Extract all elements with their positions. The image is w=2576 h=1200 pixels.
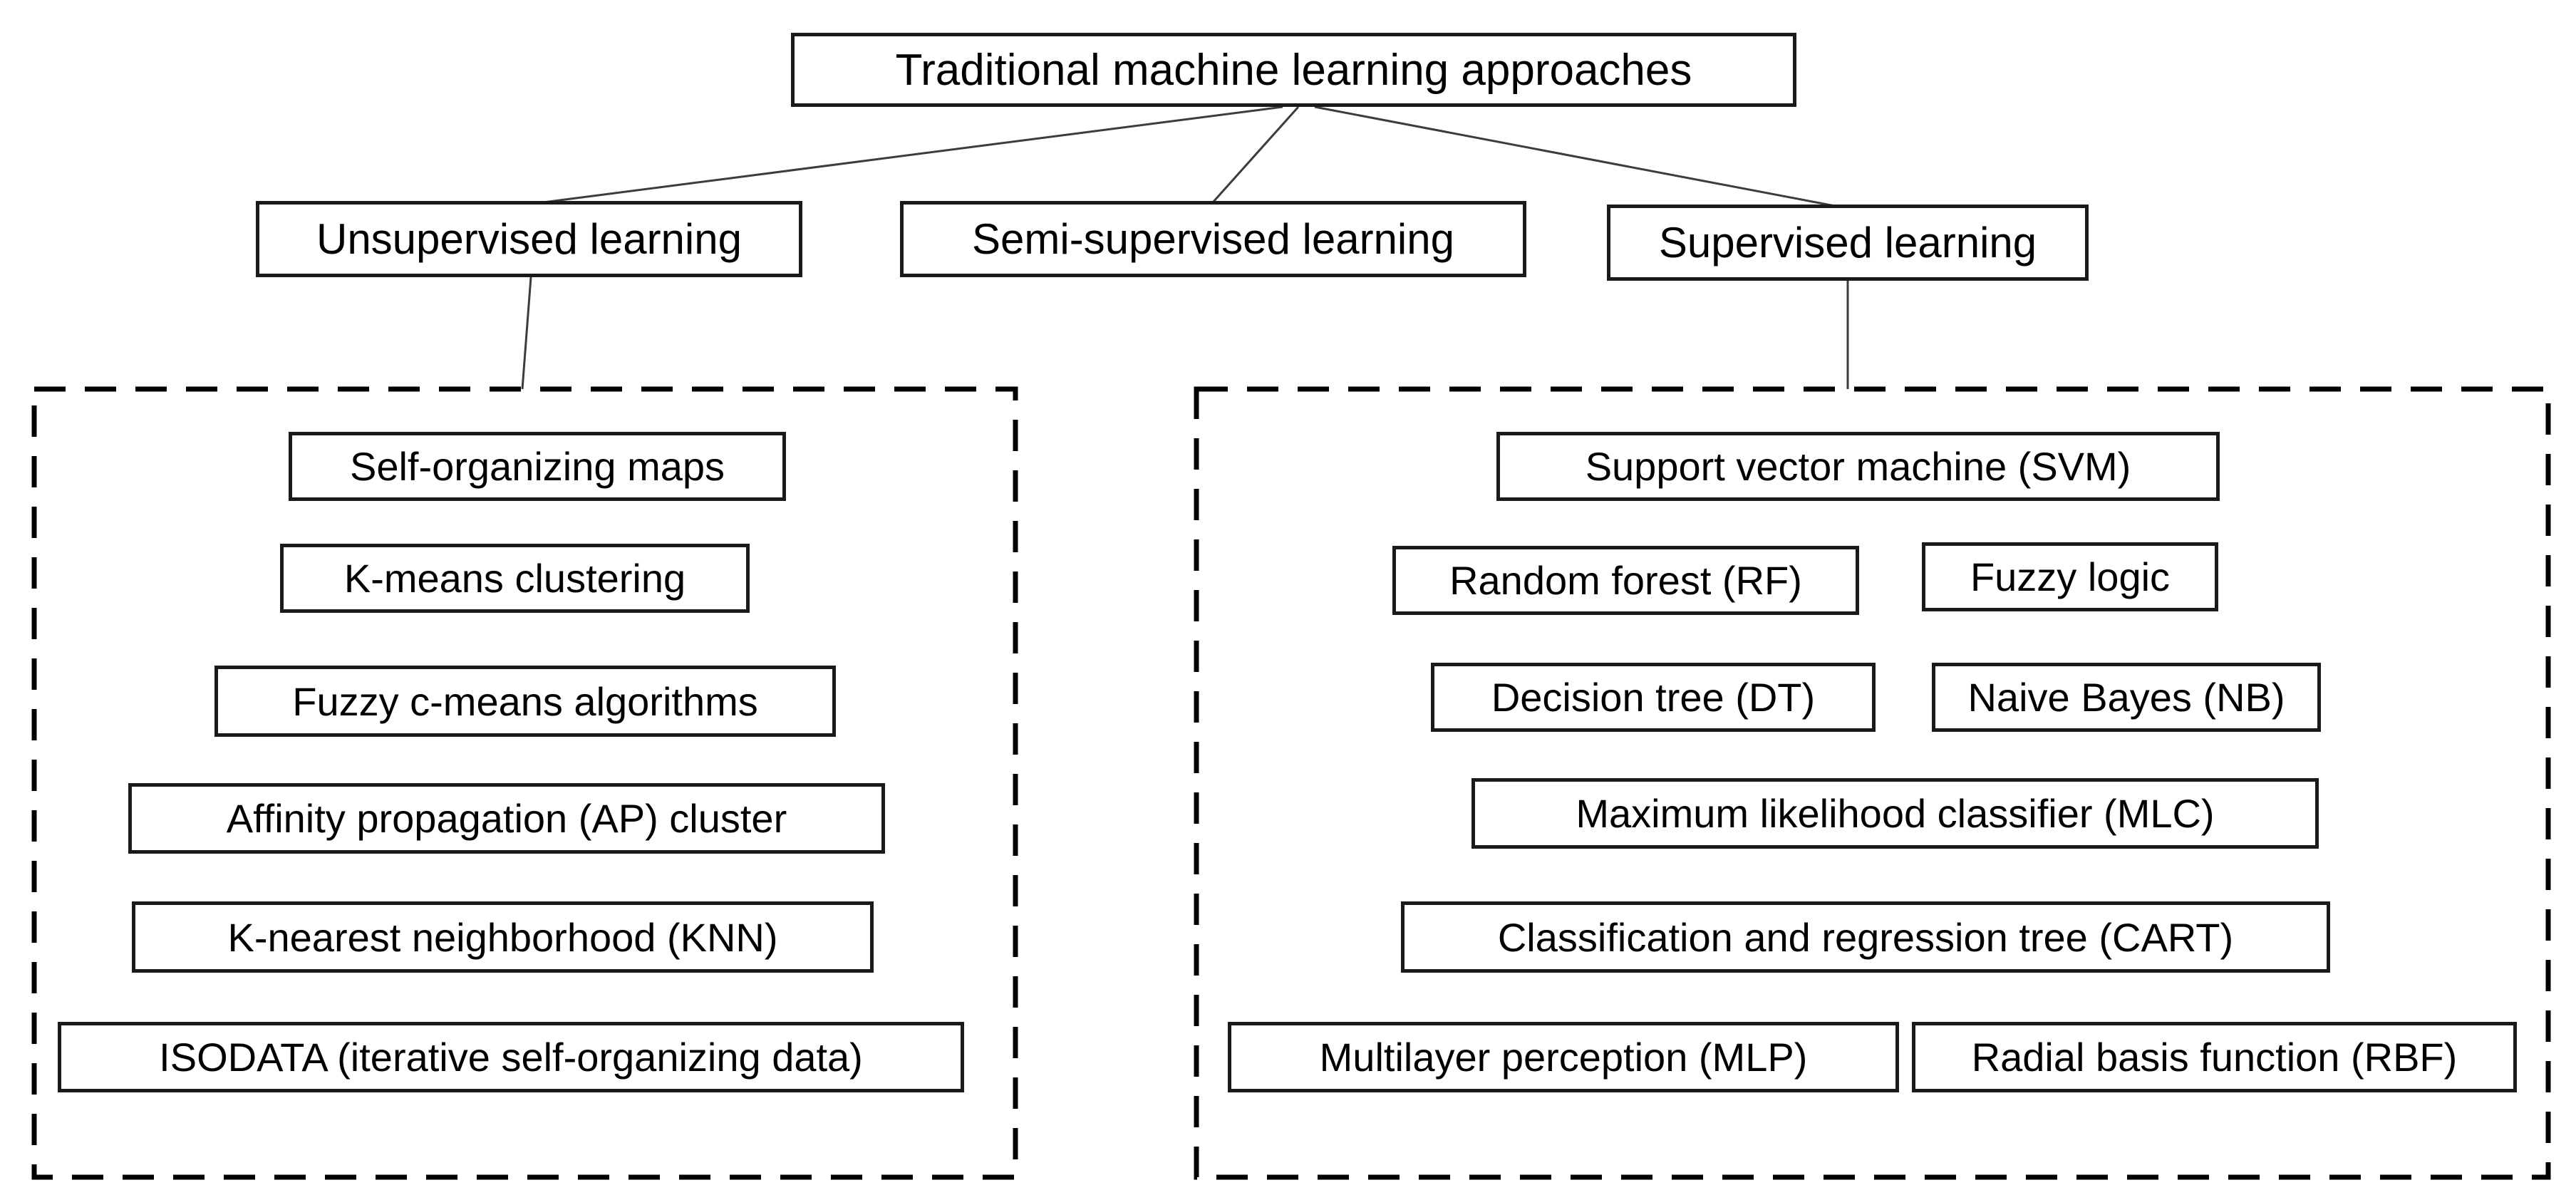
connector-root-semi-supervised-line: [1211, 105, 1300, 204]
node-mlp-label: Multilayer perception (MLP): [1319, 1035, 1808, 1080]
node-knn-label: K-nearest neighborhood (KNN): [227, 914, 778, 960]
connector-root-supervised-line: [1314, 105, 1836, 207]
node-naive-bayes-label: Naive Bayes (NB): [1967, 675, 2285, 720]
node-mlc: Maximum likelihood classifier (MLC): [1471, 778, 2319, 849]
node-fuzzy-logic: Fuzzy logic: [1922, 542, 2218, 611]
node-traditional-ml-label: Traditional machine learning approaches: [895, 45, 1692, 95]
node-semi-supervised-learning: Semi-supervised learning: [900, 201, 1526, 277]
node-svm-label: Support vector machine (SVM): [1585, 444, 2131, 489]
node-self-organizing-maps-label: Self-organizing maps: [349, 444, 725, 489]
node-naive-bayes: Naive Bayes (NB): [1932, 663, 2321, 732]
node-affinity-propagation-label: Affinity propagation (AP) cluster: [226, 796, 787, 841]
node-supervised-learning: Supervised learning: [1607, 205, 2089, 281]
node-decision-tree: Decision tree (DT): [1431, 663, 1876, 732]
node-svm: Support vector machine (SVM): [1496, 432, 2220, 501]
node-cart-label: Classification and regression tree (CART…: [1497, 914, 2234, 960]
node-fuzzy-c-means: Fuzzy c-means algorithms: [214, 666, 836, 737]
node-self-organizing-maps: Self-organizing maps: [289, 432, 786, 501]
node-supervised-learning-label: Supervised learning: [1658, 219, 2037, 267]
node-mlp: Multilayer perception (MLP): [1228, 1022, 1899, 1092]
node-cart: Classification and regression tree (CART…: [1401, 901, 2330, 973]
node-decision-tree-label: Decision tree (DT): [1491, 675, 1816, 720]
node-fuzzy-logic-label: Fuzzy logic: [1970, 554, 2171, 599]
node-rbf: Radial basis function (RBF): [1912, 1022, 2517, 1092]
node-rbf-label: Radial basis function (RBF): [1971, 1035, 2458, 1080]
node-mlc-label: Maximum likelihood classifier (MLC): [1576, 791, 2215, 836]
node-fuzzy-c-means-label: Fuzzy c-means algorithms: [292, 678, 758, 724]
node-k-means-clustering: K-means clustering: [280, 544, 750, 613]
node-semi-supervised-learning-label: Semi-supervised learning: [972, 215, 1454, 263]
connector-root-unsupervised-line: [542, 105, 1283, 204]
node-unsupervised-learning: Unsupervised learning: [256, 201, 802, 277]
connector-unsupervised-group-line: [521, 276, 532, 390]
node-traditional-ml: Traditional machine learning approaches: [791, 33, 1796, 107]
node-affinity-propagation: Affinity propagation (AP) cluster: [128, 783, 885, 854]
node-k-means-clustering-label: K-means clustering: [343, 556, 686, 601]
node-random-forest: Random forest (RF): [1392, 546, 1859, 615]
node-isodata-label: ISODATA (iterative self-organizing data): [159, 1035, 863, 1080]
node-random-forest-label: Random forest (RF): [1449, 558, 1802, 603]
node-unsupervised-learning-label: Unsupervised learning: [316, 215, 742, 263]
node-knn: K-nearest neighborhood (KNN): [132, 901, 874, 973]
node-isodata: ISODATA (iterative self-organizing data): [58, 1022, 964, 1092]
